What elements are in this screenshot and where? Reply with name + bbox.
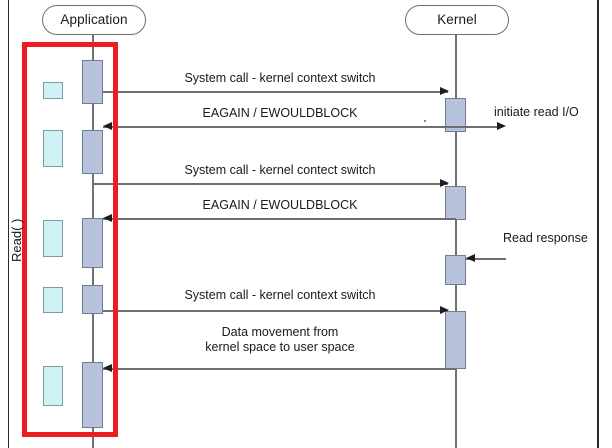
message-arrowhead-4: [440, 179, 449, 187]
participant-application[interactable]: Application: [42, 5, 146, 35]
buffer-box-4: [43, 287, 63, 313]
page-border-right: [597, 0, 599, 448]
message-arrowhead-2: [103, 122, 112, 130]
message-line-4: [93, 183, 448, 185]
message-line-8: [103, 368, 456, 370]
buffer-box-1: [43, 82, 63, 99]
read-call-side-label: Read( ): [9, 218, 24, 262]
message-label-4: System call - kernel contect switch: [184, 163, 376, 177]
message-arrowhead-3: [497, 122, 506, 130]
activation-kernel-3: [445, 255, 466, 285]
message-label-8-line2: kernel space to user space: [205, 340, 355, 354]
activation-application-3: [82, 218, 103, 268]
page-border-left: [8, 0, 9, 448]
message-line-3: [456, 126, 502, 128]
message-label-8: Data movement from kernel space to user …: [105, 325, 455, 355]
message-line-2: [103, 126, 456, 128]
message-label-7: System call - kernel context switch: [184, 288, 376, 302]
message-arrowhead-1: [440, 87, 449, 95]
message-line-7: [103, 310, 448, 312]
message-label-1: System call - kernel context switch: [184, 71, 376, 85]
message-arrowhead-8: [103, 364, 112, 372]
participant-kernel[interactable]: Kernel: [405, 5, 509, 35]
message-label-2: EAGAIN / EWOULDBLOCK: [202, 106, 358, 120]
message-arrowhead-6: [466, 254, 475, 262]
activation-application-1: [82, 60, 103, 104]
message-arrowhead-7: [440, 306, 449, 314]
message-line-6: [466, 258, 506, 260]
activation-kernel-1: [445, 98, 466, 132]
message-label-8-line1: Data movement from: [221, 325, 339, 339]
message-label-3: initiate read I/O: [494, 105, 579, 119]
message-line-5: [103, 218, 456, 220]
message-arrowhead-5: [103, 214, 112, 222]
message-label-6: Read response: [503, 231, 588, 245]
participant-application-label: Application: [60, 12, 128, 28]
buffer-box-2: [43, 130, 63, 167]
activation-application-2: [82, 130, 103, 174]
buffer-box-5: [43, 366, 63, 406]
buffer-box-3: [43, 220, 63, 257]
stray-dot-mark: [424, 120, 426, 122]
lifeline-kernel: [455, 35, 457, 448]
blocking-region-highlight: [22, 42, 118, 437]
activation-application-4: [82, 285, 103, 314]
participant-kernel-label: Kernel: [437, 12, 477, 28]
activation-application-5: [82, 362, 103, 428]
message-line-1: [103, 91, 448, 93]
message-label-5: EAGAIN / EWOULDBLOCK: [202, 198, 358, 212]
